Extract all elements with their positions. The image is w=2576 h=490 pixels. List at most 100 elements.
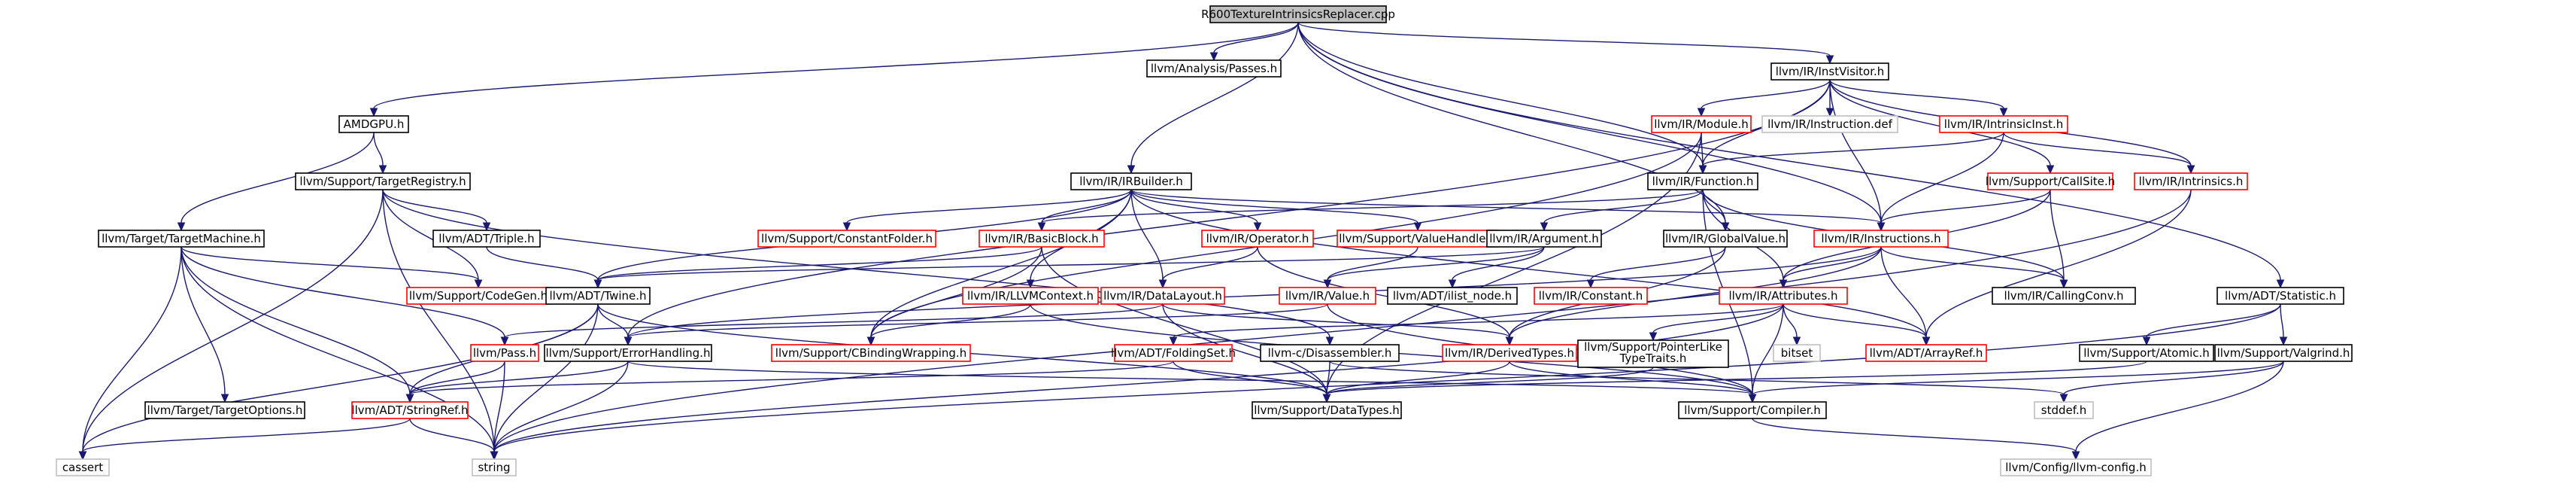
edge-callsite-to-instructions <box>1877 189 2051 232</box>
node-datatypes[interactable]: llvm/Support/DataTypes.h <box>1252 401 1402 419</box>
node-module[interactable]: llvm/IR/Module.h <box>1651 115 1752 133</box>
edge-stringref-to-string <box>409 418 499 461</box>
node-constant[interactable]: llvm/IR/Constant.h <box>1534 287 1648 305</box>
node-globalvalue[interactable]: llvm/IR/GlobalValue.h <box>1663 230 1788 248</box>
node-function[interactable]: llvm/IR/Function.h <box>1647 172 1758 190</box>
node-intrinsics[interactable]: llvm/IR/Intrinsics.h <box>2134 172 2248 190</box>
node-box <box>1939 115 2068 133</box>
edge-attributes-to-pointerlike <box>1649 303 1784 342</box>
edge-targetmachine-to-targetoptions <box>181 246 229 403</box>
node-targetmachine[interactable]: llvm/Target/TargetMachine.h <box>98 230 265 248</box>
edge-argument-to-twine <box>593 246 1545 289</box>
node-basicblock[interactable]: llvm/IR/BasicBlock.h <box>979 230 1105 248</box>
node-box <box>1209 5 1387 23</box>
node-label: llvm-c/Disassembler.h <box>1268 346 1392 360</box>
node-root[interactable]: R600TextureIntrinsicsReplacer.cpp <box>1201 5 1395 23</box>
node-label: llvm/Support/ConstantFolder.h <box>761 232 933 245</box>
node-instructions[interactable]: llvm/IR/Instructions.h <box>1813 230 1949 248</box>
node-box <box>432 230 541 248</box>
edge-instvisitor-to-instructions <box>1829 79 1886 232</box>
node-valgrind[interactable]: llvm/Support/Valgrind.h <box>2214 344 2353 362</box>
node-ilistnode[interactable]: llvm/ADT/ilist_node.h <box>1387 287 1518 305</box>
node-label: llvm/Support/CodeGen.h <box>409 289 548 303</box>
node-box <box>1442 344 1577 362</box>
node-box <box>1114 344 1233 362</box>
node-label: bitset <box>1781 346 1813 360</box>
node-label: llvm/Analysis/Passes.h <box>1151 62 1277 75</box>
edge-valgrind-to-compiler <box>1748 361 2284 403</box>
node-label: string <box>478 461 510 474</box>
node-attributes[interactable]: llvm/IR/Attributes.h <box>1719 287 1848 305</box>
node-valuehandle[interactable]: llvm/Support/ValueHandle.h <box>1337 230 1499 248</box>
node-constantfolder[interactable]: llvm/Support/ConstantFolder.h <box>757 230 936 248</box>
node-label: llvm/ADT/StringRef.h <box>351 403 468 417</box>
node-box <box>1647 172 1758 190</box>
node-passes[interactable]: llvm/Analysis/Passes.h <box>1146 59 1282 78</box>
node-instdef[interactable]: llvm/IR/Instruction.def <box>1761 115 1898 133</box>
node-triple[interactable]: llvm/ADT/Triple.h <box>432 230 541 248</box>
node-label: R600TextureIntrinsicsReplacer.cpp <box>1201 8 1395 21</box>
node-label: llvm/ADT/Twine.h <box>549 289 646 303</box>
node-label: cassert <box>62 461 103 474</box>
edge-root-to-function <box>1297 22 1707 175</box>
node-label: stddef.h <box>2041 403 2086 417</box>
node-label: llvm/IR/Attributes.h <box>1728 289 1837 303</box>
node-disassembler[interactable]: llvm-c/Disassembler.h <box>1260 344 1400 362</box>
node-irbuilder[interactable]: llvm/IR/IRBuilder.h <box>1070 172 1192 190</box>
node-callingconv[interactable]: llvm/IR/CallingConv.h <box>1992 287 2136 305</box>
node-instvisitor[interactable]: llvm/IR/InstVisitor.h <box>1770 62 1889 81</box>
node-label: llvm/IR/IntrinsicInst.h <box>1944 117 2064 131</box>
node-stringref[interactable]: llvm/ADT/StringRef.h <box>351 401 469 419</box>
node-label: llvm/IR/InstVisitor.h <box>1776 65 1885 78</box>
edge-targetmachine-to-cassert <box>78 246 182 461</box>
node-errorhandling[interactable]: llvm/Support/ErrorHandling.h <box>544 344 712 362</box>
node-llvmconfig[interactable]: llvm/Config/llvm-config.h <box>2000 458 2152 476</box>
node-box <box>1100 287 1225 305</box>
node-box <box>2034 401 2094 419</box>
node-box <box>1534 287 1648 305</box>
node-cbinding[interactable]: llvm/Support/CBindingWrapping.h <box>771 344 971 362</box>
node-arrayref[interactable]: llvm/ADT/ArrayRef.h <box>1865 344 1987 362</box>
node-label: llvm/IR/Instruction.def <box>1767 117 1893 131</box>
node-pass[interactable]: llvm/Pass.h <box>470 344 539 362</box>
node-targetoptions[interactable]: llvm/Target/TargetOptions.h <box>144 401 305 419</box>
node-box <box>771 344 971 362</box>
node-atomic[interactable]: llvm/Support/Atomic.h <box>2079 344 2214 362</box>
node-box <box>2000 458 2152 476</box>
edge-stringref-to-cassert <box>78 418 411 461</box>
node-llvmcontext[interactable]: llvm/IR/LLVMContext.h <box>962 287 1099 305</box>
edge-statistic-to-atomic <box>2142 303 2281 346</box>
node-callsite[interactable]: llvm/Support/CallSite.h <box>1986 172 2115 190</box>
node-datalayout[interactable]: llvm/IR/DataLayout.h <box>1100 287 1225 305</box>
edge-compiler-to-llvmconfig <box>1752 418 2080 461</box>
node-bitset[interactable]: bitset <box>1773 344 1821 362</box>
node-compiler[interactable]: llvm/Support/Compiler.h <box>1678 401 1827 419</box>
node-derivedtypes[interactable]: llvm/IR/DerivedTypes.h <box>1442 344 1577 362</box>
node-cassert[interactable]: cassert <box>56 458 110 476</box>
node-argument[interactable]: llvm/IR/Argument.h <box>1486 230 1602 248</box>
node-box <box>962 287 1099 305</box>
node-label: llvm/IR/Module.h <box>1654 117 1749 131</box>
node-statistic[interactable]: llvm/ADT/Statistic.h <box>2216 287 2344 305</box>
edge-intrinsicinst-to-function <box>1698 132 2004 175</box>
node-label: llvm/Support/ValueHandle.h <box>1339 232 1497 245</box>
node-label: llvm/IR/Value.h <box>1285 289 1370 303</box>
node-codegen[interactable]: llvm/Support/CodeGen.h <box>406 287 551 305</box>
node-label: llvm/Support/Atomic.h <box>2083 346 2210 360</box>
node-targetregistry[interactable]: llvm/Support/TargetRegistry.h <box>295 172 471 190</box>
edge-targetmachine-to-codegen <box>181 246 483 289</box>
node-operator[interactable]: llvm/IR/Operator.h <box>1201 230 1314 248</box>
edge-llvmcontext-to-cbinding <box>866 303 1031 346</box>
node-intrinsicinst[interactable]: llvm/IR/IntrinsicInst.h <box>1939 115 2068 133</box>
node-twine[interactable]: llvm/ADT/Twine.h <box>545 287 651 305</box>
node-label: llvm/Target/TargetOptions.h <box>147 403 303 417</box>
node-string[interactable]: string <box>472 458 517 476</box>
node-stddef[interactable]: stddef.h <box>2034 401 2094 419</box>
node-value[interactable]: llvm/IR/Value.h <box>1279 287 1376 305</box>
node-amdgpu[interactable]: AMDGPU.h <box>338 115 409 133</box>
node-label: llvm/IR/LLVMContext.h <box>967 289 1094 303</box>
node-foldingset[interactable]: llvm/ADT/FoldingSet.h <box>1111 344 1236 362</box>
node-label: llvm/IR/CallingConv.h <box>2004 289 2123 303</box>
